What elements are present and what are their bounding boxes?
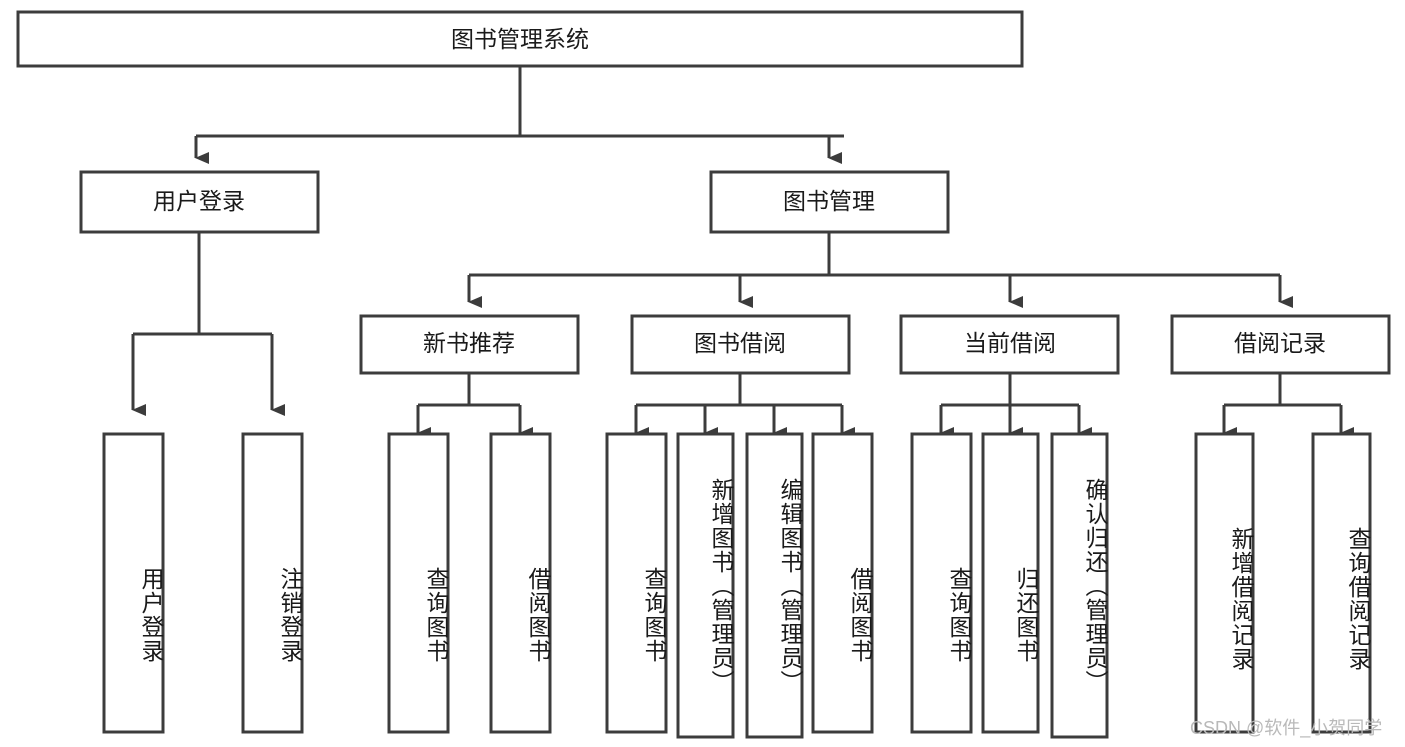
- node-root-box[interactable]: [16, 10, 1024, 68]
- node-current-borrow-label: 当前借阅: [964, 330, 1056, 356]
- leaf-box-query-book-1[interactable]: [387, 432, 450, 734]
- node-book-borrow-box[interactable]: [630, 314, 851, 375]
- node-root-label: 图书管理系统: [451, 26, 589, 52]
- node-user-login-box[interactable]: [79, 170, 320, 234]
- leaf-box-logout[interactable]: [241, 432, 304, 734]
- node-new-book-recommend-box[interactable]: [359, 314, 580, 375]
- connector-newbook-to-leaves: [416, 373, 533, 439]
- leaf-box-add-book-admin[interactable]: [676, 432, 735, 739]
- leaf-box-query-book-3[interactable]: [910, 432, 973, 734]
- node-user-login-label: 用户登录: [153, 188, 245, 214]
- connector-currentborrow-to-leaves: [939, 373, 1092, 439]
- leaf-box-query-book-2[interactable]: [605, 432, 668, 734]
- leaf-box-user-login[interactable]: [102, 432, 165, 734]
- leaf-box-add-borrow-record[interactable]: [1194, 432, 1255, 734]
- leaf-box-query-borrow-record[interactable]: [1311, 432, 1372, 734]
- node-borrow-record-box[interactable]: [1170, 314, 1391, 375]
- node-book-management-label: 图书管理: [783, 188, 875, 214]
- node-book-borrow-label: 图书借阅: [694, 330, 786, 356]
- leaf-box-return-book[interactable]: [981, 432, 1040, 734]
- leaf-box-borrow-book-1[interactable]: [489, 432, 552, 734]
- leaf-box-borrow-book-2[interactable]: [811, 432, 874, 734]
- connector-bookmgmt-to-level3: [467, 232, 1293, 308]
- connector-bookborrow-to-leaves: [634, 373, 855, 439]
- leaf-box-confirm-return-admin[interactable]: [1050, 432, 1109, 739]
- node-borrow-record-label: 借阅记录: [1234, 330, 1326, 356]
- node-book-management-box[interactable]: [709, 170, 950, 234]
- connector-borrowrecord-to-leaves: [1222, 373, 1354, 439]
- watermark-text: CSDN @软件_小贺同学: [1190, 718, 1383, 738]
- connector-userlogin-to-leaves: [131, 232, 285, 416]
- leaf-box-edit-book-admin[interactable]: [745, 432, 804, 739]
- node-current-borrow-box[interactable]: [899, 314, 1120, 375]
- connector-root-to-level2: [194, 66, 844, 164]
- node-new-book-recommend-label: 新书推荐: [423, 330, 515, 356]
